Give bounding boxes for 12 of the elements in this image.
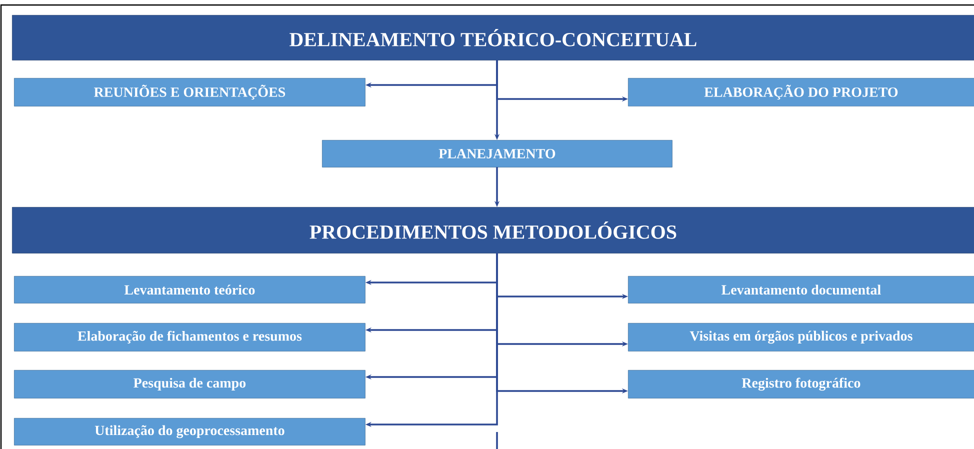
process-box: Utilização do geoprocessamento: [14, 418, 366, 446]
process-box: REUNIÕES E ORIENTAÇÕES: [14, 78, 366, 106]
process-box: Visitas em órgãos públicos e privados: [628, 323, 974, 352]
header-band: DELINEAMENTO TEÓRICO-CONCEITUAL: [12, 15, 974, 60]
process-box: Levantamento documental: [628, 276, 974, 304]
process-box: Elaboração de fichamentos e resumos: [14, 323, 366, 352]
process-box: ELABORAÇÃO DO PROJETO: [628, 78, 974, 106]
process-box: Levantamento teórico: [14, 276, 366, 304]
process-box: Registro fotográfico: [628, 370, 974, 398]
process-box: PLANEJAMENTO: [322, 140, 672, 168]
process-box: Pesquisa de campo: [14, 370, 366, 398]
header-band: PROCEDIMENTOS METODOLÓGICOS: [12, 207, 974, 254]
